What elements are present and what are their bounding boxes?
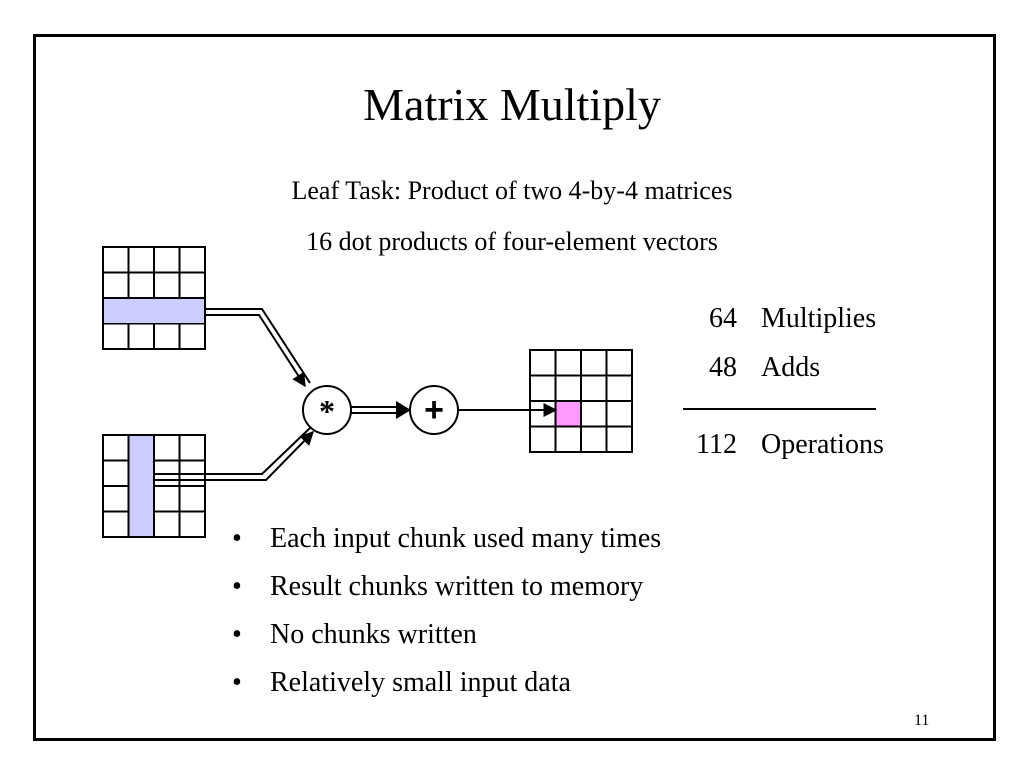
bullet-text: Result chunks written to memory	[270, 571, 644, 602]
slide-frame	[33, 34, 996, 741]
bullet-marker: •	[232, 619, 242, 650]
bullet-marker: •	[232, 523, 242, 554]
ops-count-total: 112	[696, 429, 737, 460]
bullet-marker: •	[232, 571, 242, 602]
bullet-text: Relatively small input data	[270, 667, 571, 698]
ops-count-adds: 48	[709, 352, 737, 383]
add-symbol: +	[424, 391, 444, 429]
bullet-text: Each input chunk used many times	[270, 523, 662, 554]
arrow-multiply-to-add	[351, 401, 411, 419]
ops-count-multiplies: 64	[709, 303, 737, 334]
multiply-symbol: *	[319, 393, 335, 429]
arrow-b-to-multiply	[153, 427, 314, 481]
arrow-a-to-multiply	[205, 308, 311, 388]
bullet-list: • Each input chunk used many times • Res…	[232, 522, 661, 714]
bullet-text: No chunks written	[270, 619, 477, 650]
matrix-a	[102, 246, 206, 350]
result-matrix	[529, 349, 633, 453]
ops-sum-divider	[683, 408, 876, 410]
subtitle-line-2: 16 dot products of four-element vectors	[306, 227, 718, 256]
subtitle-line-1: Leaf Task: Product of two 4-by-4 matrice…	[291, 176, 733, 205]
ops-label-adds: Adds	[761, 352, 821, 383]
slide-title: Matrix Multiply	[363, 79, 661, 130]
bullet-item: • Each input chunk used many times	[232, 522, 661, 570]
bullet-item: • Relatively small input data	[232, 666, 661, 714]
page-number: 11	[914, 712, 930, 729]
bullet-item: • Result chunks written to memory	[232, 570, 661, 618]
result-cell-highlight	[555, 401, 581, 426]
ops-label-multiplies: Multiplies	[761, 303, 877, 334]
multiply-node: *	[302, 385, 352, 435]
add-node: +	[409, 385, 459, 435]
ops-label-total: Operations	[761, 429, 884, 460]
matrix-b	[102, 434, 206, 538]
bullet-marker: •	[232, 667, 242, 698]
bullet-item: • No chunks written	[232, 618, 661, 666]
